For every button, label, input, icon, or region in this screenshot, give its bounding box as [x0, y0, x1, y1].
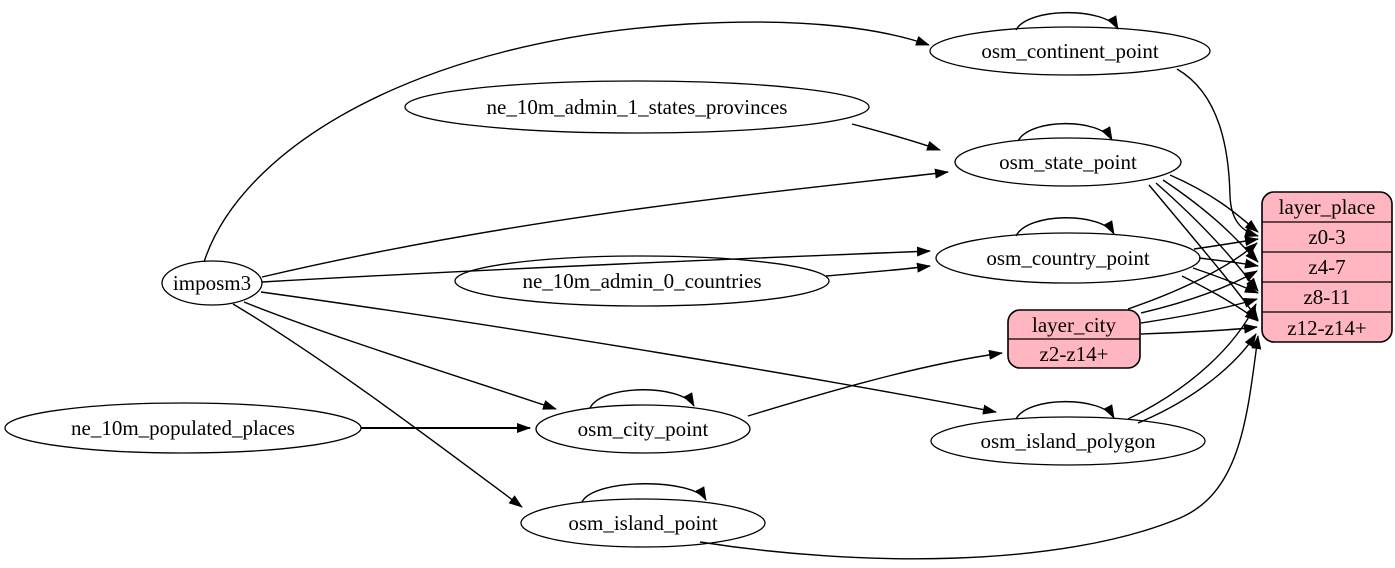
edge-osm-state-point-to-layer-place-z0-3 — [1169, 174, 1259, 233]
node-osm-continent-point-label: osm_continent_point — [981, 39, 1158, 63]
edge-osm-state-point-self-loop — [1017, 122, 1113, 142]
node-osm-continent-point: osm_continent_point — [929, 26, 1211, 76]
edge-osm-island-polygon-self-loop — [1015, 400, 1115, 420]
edge-imposm3-to-osm-continent-point — [203, 21, 930, 263]
node-imposm3-label: imposm3 — [173, 271, 251, 295]
edge-osm-country-point-to-layer-place-z0-3 — [1193, 236, 1259, 250]
edge-osm-state-point-to-layer-place-z4-7 — [1162, 179, 1259, 263]
edge-osm-island-polygon-to-layer-place-z12-z14 — [1137, 333, 1257, 424]
edge-osm-island-point-self-loop — [581, 483, 707, 503]
node-ne-10m-admin-0-countries: ne_10m_admin_0_countries — [454, 255, 830, 307]
node-layer-place-row-z4-7: z4-7 — [1308, 255, 1345, 279]
edge-osm-island-point-to-layer-place-z12-z14 — [699, 335, 1262, 560]
node-imposm3: imposm3 — [161, 260, 263, 306]
node-ne-10m-admin-0-countries-label: ne_10m_admin_0_countries — [522, 269, 761, 293]
node-ne-10m-populated-places: ne_10m_populated_places — [4, 402, 362, 454]
edge-imposm3-to-osm-island-point — [232, 303, 523, 508]
node-layer-place-title: layer_place — [1279, 195, 1376, 219]
edge-imposm3-to-osm-island-polygon — [260, 291, 997, 415]
node-osm-city-point: osm_city_point — [535, 404, 751, 454]
node-osm-country-point: osm_country_point — [935, 232, 1201, 284]
edge-osm-country-point-to-layer-place-z8-11 — [1192, 267, 1259, 294]
edge-osm-country-point-self-loop — [1015, 217, 1115, 237]
node-osm-island-point: osm_island_point — [520, 498, 766, 548]
edge-layer — [203, 11, 1262, 560]
edge-imposm3-to-osm-city-point — [243, 301, 557, 410]
node-layer-city: layer_city z2-z14+ — [1007, 309, 1141, 369]
edge-layer-city-to-layer-place-z4-7 — [1140, 270, 1258, 314]
node-osm-state-point-label: osm_state_point — [999, 150, 1137, 174]
node-ne-10m-populated-places-label: ne_10m_populated_places — [71, 416, 295, 440]
node-layer-place-row-z8-11: z8-11 — [1303, 285, 1350, 309]
node-layer-city-title: layer_city — [1032, 313, 1116, 337]
node-osm-country-point-label: osm_country_point — [986, 246, 1149, 270]
edge-osm-island-polygon-to-layer-place-z8-11 — [1127, 303, 1257, 420]
node-layer-place-row-z0-3: z0-3 — [1308, 225, 1345, 249]
edge-imposm3-to-osm-country-point — [261, 246, 931, 283]
node-layer-place: layer_place z0-3 z4-7 z8-11 z12-z14+ — [1261, 191, 1393, 343]
node-osm-island-polygon: osm_island_polygon — [930, 416, 1206, 466]
edge-osm-continent-point-self-loop — [1015, 11, 1119, 31]
edge-layer-city-to-layer-place-z0-3 — [1127, 242, 1258, 310]
node-osm-city-point-label: osm_city_point — [578, 417, 709, 441]
node-osm-island-polygon-label: osm_island_polygon — [980, 429, 1156, 453]
edge-ne-10m-admin-1-states-provinces-to-osm-state-point — [851, 123, 941, 151]
edge-layer-city-to-layer-place-z12-z14 — [1140, 323, 1258, 335]
node-layer-place-row-z12-z14: z12-z14+ — [1287, 316, 1366, 340]
node-ne-10m-admin-1-states-provinces: ne_10m_admin_1_states_provinces — [404, 80, 870, 134]
edge-ne-10m-admin-0-countries-to-osm-country-point — [825, 262, 931, 277]
edge-layer-city-to-layer-place-z8-11 — [1140, 298, 1258, 324]
edge-osm-city-point-to-layer-city-z2-z14 — [747, 349, 1003, 417]
node-osm-state-point: osm_state_point — [954, 137, 1182, 187]
edge-osm-state-point-to-layer-place-z8-11 — [1155, 182, 1259, 292]
node-layer-city-row-z2-z14: z2-z14+ — [1040, 342, 1109, 366]
node-ne-10m-admin-1-states-provinces-label: ne_10m_admin_1_states_provinces — [487, 95, 788, 119]
edge-osm-continent-point-to-layer-place-z0-3 — [1176, 68, 1259, 238]
node-osm-island-point-label: osm_island_point — [568, 511, 718, 535]
edge-osm-city-point-self-loop — [589, 389, 695, 409]
edge-imposm3-to-osm-state-point — [261, 168, 949, 278]
